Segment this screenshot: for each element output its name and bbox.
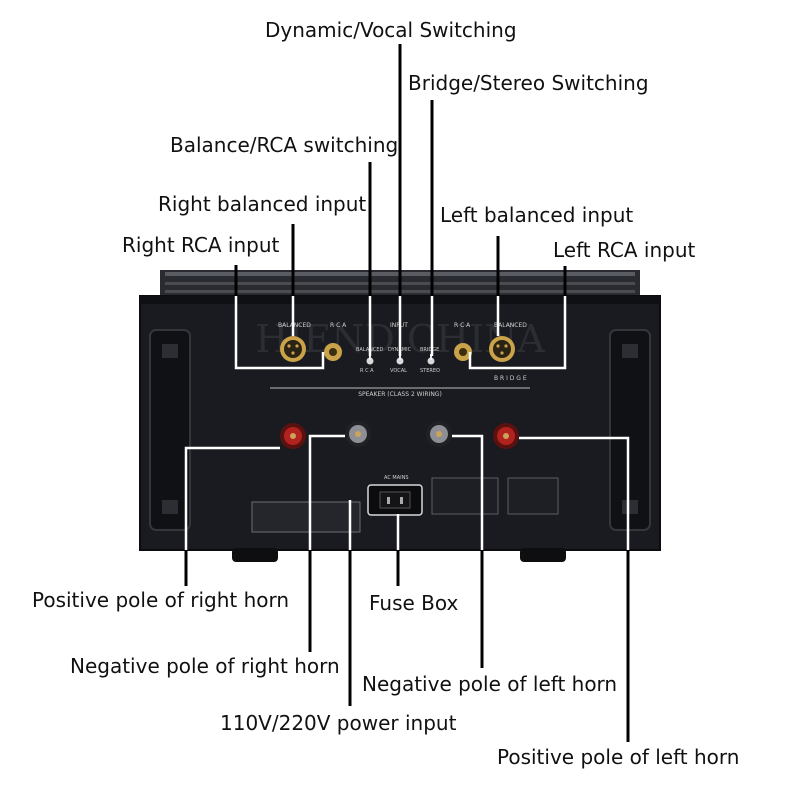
right-positive-binding-post: [280, 423, 306, 449]
left-balanced-xlr-jack: [489, 336, 515, 362]
label-dynamic-vocal-switching: Dynamic/Vocal Switching: [265, 18, 517, 42]
panel-text-balanced-right: BALANCED: [494, 322, 527, 329]
left-handle: [149, 329, 191, 531]
panel-text-rca-right: R C A: [454, 322, 471, 329]
left-rca-jack: [454, 343, 472, 361]
label-positive-pole-right-horn: Positive pole of right horn: [32, 588, 290, 612]
foot-left: [232, 548, 278, 562]
dynamic-vocal-toggle: [396, 354, 404, 365]
left-positive-binding-post: [493, 423, 519, 449]
panel-text-vocal: VOCAL: [390, 368, 407, 374]
info-plate: [251, 501, 361, 533]
right-rca-jack: [324, 343, 342, 361]
label-negative-pole-right-horn: Negative pole of right horn: [70, 654, 340, 678]
label-fuse-box: Fuse Box: [369, 591, 459, 615]
power-inlet: [367, 484, 423, 516]
panel-text-balanced-left: BALANCED: [278, 322, 311, 329]
label-left-balanced-input: Left balanced input: [440, 203, 634, 227]
balance-rca-toggle: [366, 354, 374, 365]
left-negative-binding-post: [426, 421, 452, 447]
panel-text-stereo: STEREO: [420, 368, 440, 374]
label-bridge-stereo-switching: Bridge/Stereo Switching: [408, 71, 649, 95]
label-balance-rca-switching: Balance/RCA switching: [170, 133, 399, 157]
callout-lines-leaders: [184, 44, 630, 742]
label-right-rca-input: Right RCA input: [122, 233, 280, 257]
right-handle: [609, 329, 651, 531]
foot-right: [520, 548, 566, 562]
voltage-options-block: [431, 477, 559, 515]
right-negative-binding-post: [345, 421, 371, 447]
right-balanced-xlr-jack: [280, 336, 306, 362]
bridge-stereo-toggle: [427, 354, 435, 365]
label-left-rca-input: Left RCA input: [553, 238, 696, 262]
label-negative-pole-left-horn: Negative pole of left horn: [362, 672, 618, 696]
panel-text-speaker: SPEAKER (CLASS 2 WIRING): [358, 391, 442, 398]
panel-text-rca-small: R C A: [360, 368, 374, 374]
panel-text-ac-mains: AC MAINS: [384, 475, 409, 481]
label-power-input: 110V/220V power input: [220, 711, 457, 735]
label-right-balanced-input: Right balanced input: [158, 192, 367, 216]
panel-text-rca-left: R C A: [330, 322, 347, 329]
panel-text-bridge-right: B R I D G E: [494, 375, 527, 382]
label-positive-pole-left-horn: Positive pole of left horn: [497, 745, 740, 769]
panel-text-bridge: BRIDGE: [420, 347, 439, 353]
